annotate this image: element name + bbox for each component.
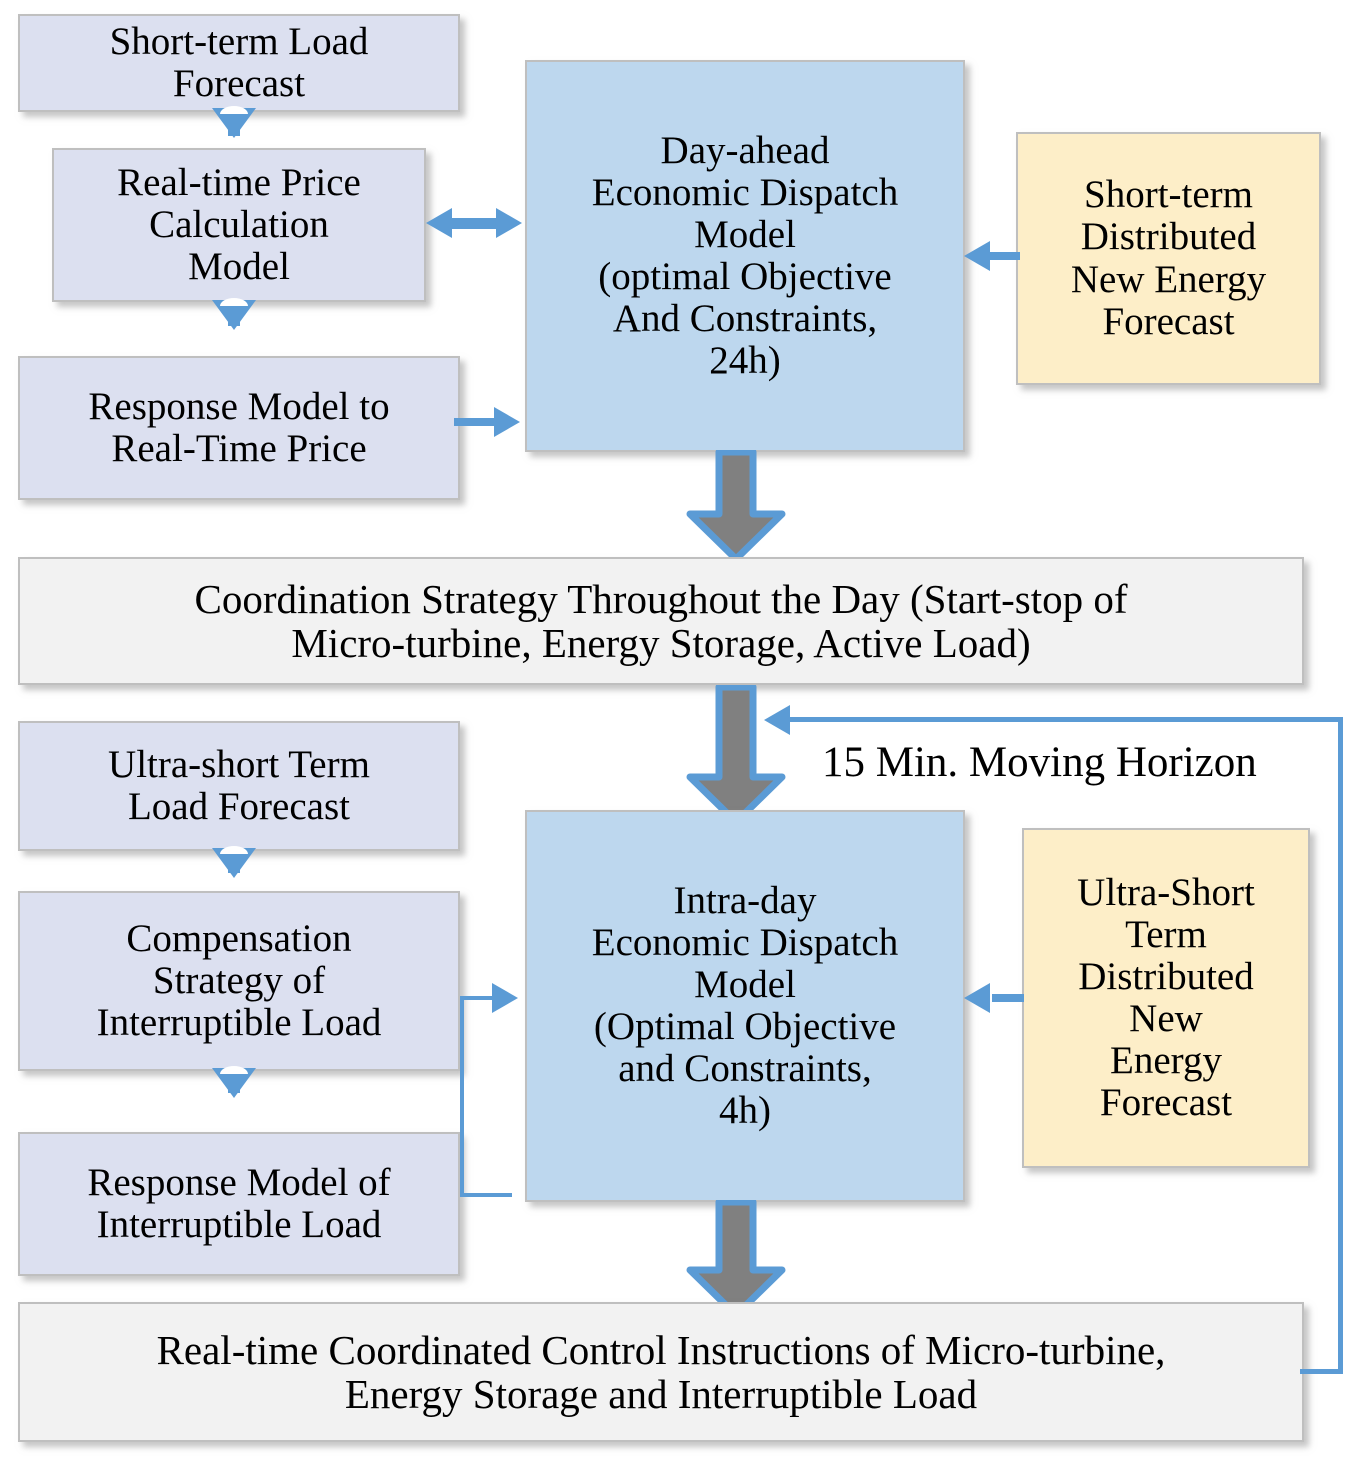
arrow-head-stdne-to-dayahead [964,241,990,271]
arrow-shaft-stdne-to-dayahead [990,252,1020,260]
arrow-head-left-rtpc-dayahead [426,208,452,238]
node-intra-day-economic-dispatch-model[interactable]: Intra-day Economic Dispatch Model (Optim… [525,810,965,1202]
feedback-loop-bottom-segment [1300,1369,1343,1374]
node-short-term-distributed-new-energy-forecast[interactable]: Short-term Distributed New Energy Foreca… [1016,132,1321,385]
node-coordination-strategy-bar[interactable]: Coordination Strategy Throughout the Day… [18,557,1304,685]
arrow-head-left-column-to-intraday [492,983,518,1013]
arrow-head-right-rtpc-dayahead [496,208,522,238]
connector-left-column-to-intraday [460,996,512,1197]
node-day-ahead-economic-dispatch-model[interactable]: Day-ahead Economic Dispatch Model (optim… [525,60,965,452]
arrow-head-stlf-to-rtpc [212,106,256,138]
block-arrow-intraday-to-instructions [686,1200,786,1318]
arrow-head-rmrtp-to-dayahead [494,407,520,437]
arrow-shaft-rtpc-dayahead-bidirectional [448,218,506,229]
arrow-shaft-rmrtp-to-dayahead [454,418,506,426]
feedback-loop-top-segment [790,717,1343,722]
feedback-loop-arrow-head [764,705,790,735]
node-ultra-short-term-load-forecast[interactable]: Ultra-short Term Load Forecast [18,721,460,851]
block-arrow-coordination-to-intraday [686,685,786,825]
arrow-shaft-ustdne-to-intraday [992,994,1024,1002]
node-response-model-to-real-time-price[interactable]: Response Model to Real-Time Price [18,356,460,500]
node-real-time-control-instructions-bar[interactable]: Real-time Coordinated Control Instructio… [18,1302,1304,1442]
arrow-head-rtpc-to-rmrtp [212,298,256,330]
node-real-time-price-calculation-model[interactable]: Real-time Price Calculation Model [52,148,426,302]
node-ultra-short-term-distributed-new-energy-forecast[interactable]: Ultra-Short Term Distributed New Energy … [1022,828,1310,1168]
block-arrow-dayahead-to-coordination [686,450,786,562]
arrow-head-ustlf-to-compensation [212,846,256,878]
arrow-head-compensation-to-response [212,1066,256,1098]
node-compensation-strategy-of-interruptible-load[interactable]: Compensation Strategy of Interruptible L… [18,891,460,1071]
node-response-model-of-interruptible-load[interactable]: Response Model of Interruptible Load [18,1132,460,1276]
feedback-loop-vertical-segment [1338,717,1343,1374]
node-short-term-load-forecast[interactable]: Short-term Load Forecast [18,14,460,112]
arrow-head-ustdne-to-intraday [964,983,990,1013]
label-moving-horizon: 15 Min. Moving Horizon [822,739,1257,786]
